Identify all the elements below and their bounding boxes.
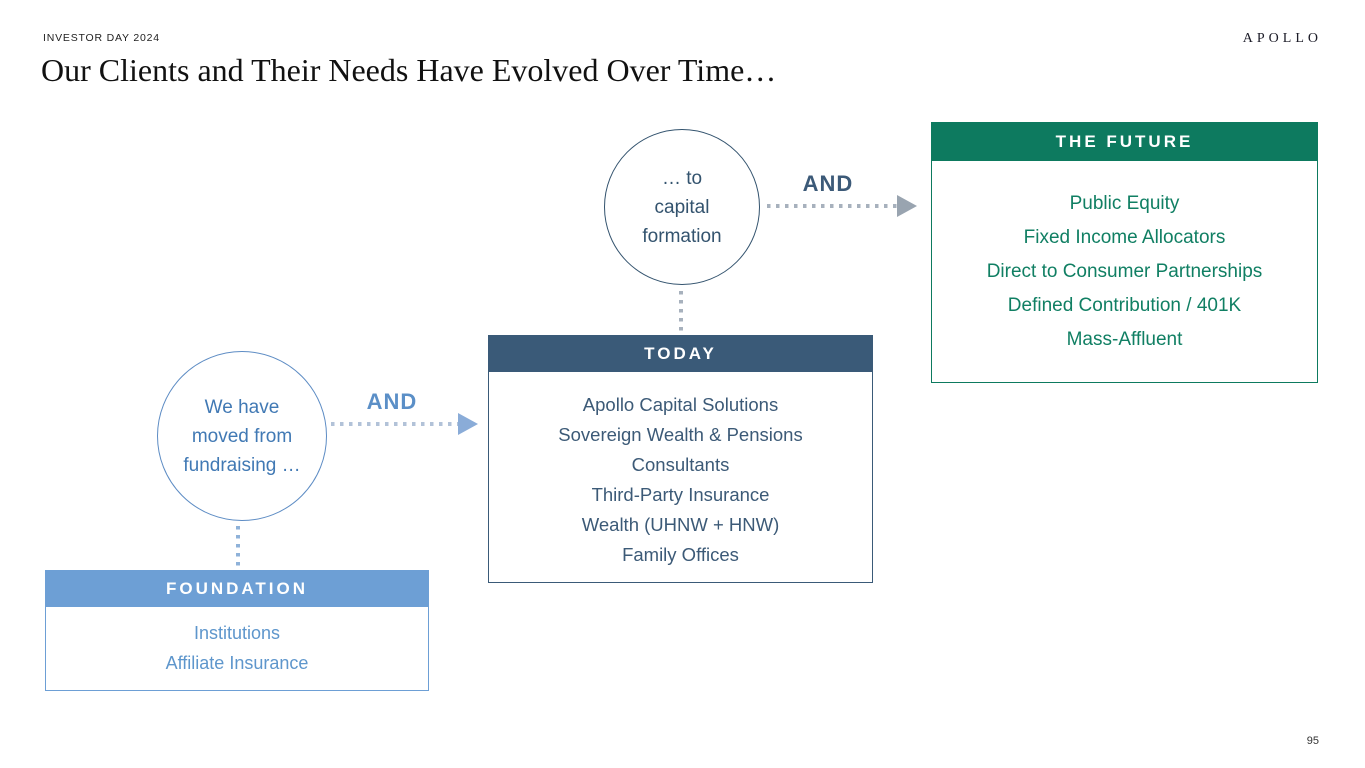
circle-fundraising-line: We have	[204, 396, 280, 418]
circle-capital-line: formation	[642, 225, 722, 247]
today-box: TODAY Apollo Capital Solutions Sovereign…	[488, 335, 873, 583]
circle-fundraising-line: moved from	[191, 425, 293, 447]
and-label-left: AND	[366, 389, 418, 414]
today-header: TODAY	[488, 335, 873, 372]
foundation-box: FOUNDATION Institutions Affiliate Insura…	[45, 570, 429, 691]
foundation-item: Institutions	[193, 623, 281, 643]
foundation-body: Institutions Affiliate Insurance	[45, 607, 429, 691]
future-item: Fixed Income Allocators	[1023, 227, 1226, 248]
and-label-top: AND	[802, 171, 854, 196]
today-item: Wealth (UHNW + HNW)	[581, 514, 780, 535]
future-box: THE FUTURE Public Equity Fixed Income Al…	[931, 122, 1318, 383]
today-item: Family Offices	[622, 544, 739, 565]
dotted-connector-circle-to-today	[679, 291, 683, 333]
foundation-item: Affiliate Insurance	[165, 653, 309, 673]
today-item: Consultants	[631, 454, 730, 475]
future-header: THE FUTURE	[931, 122, 1318, 161]
apollo-logo: APOLLO	[1242, 31, 1322, 46]
future-item: Defined Contribution / 401K	[1007, 295, 1242, 316]
arrowhead-icon	[458, 413, 478, 435]
page-title: Our Clients and Their Needs Have Evolved…	[41, 52, 777, 88]
page-number: 95	[1306, 735, 1319, 747]
circle-capital-line: capital	[654, 196, 710, 218]
today-item: Sovereign Wealth & Pensions	[558, 424, 803, 445]
today-body: Apollo Capital Solutions Sovereign Wealt…	[488, 372, 873, 583]
eyebrow-label: INVESTOR DAY 2024	[43, 32, 160, 44]
circle-capital-formation: … to capital formation	[604, 129, 760, 285]
future-item: Mass-Affluent	[1066, 329, 1183, 350]
today-item: Apollo Capital Solutions	[582, 394, 779, 415]
circle-fundraising: We have moved from fundraising …	[157, 351, 327, 521]
circle-capital-line: … to	[661, 167, 703, 189]
dotted-arrow-fundraising-to-today	[331, 422, 459, 426]
future-body: Public Equity Fixed Income Allocators Di…	[931, 161, 1318, 383]
arrowhead-icon	[897, 195, 917, 217]
future-item: Public Equity	[1069, 193, 1180, 214]
future-item: Direct to Consumer Partnerships	[986, 261, 1263, 282]
foundation-header: FOUNDATION	[45, 570, 429, 607]
circle-fundraising-line: fundraising …	[183, 454, 301, 476]
dotted-connector-circle-to-foundation	[236, 526, 240, 568]
dotted-arrow-capital-to-future	[767, 204, 899, 208]
today-item: Third-Party Insurance	[591, 484, 770, 505]
